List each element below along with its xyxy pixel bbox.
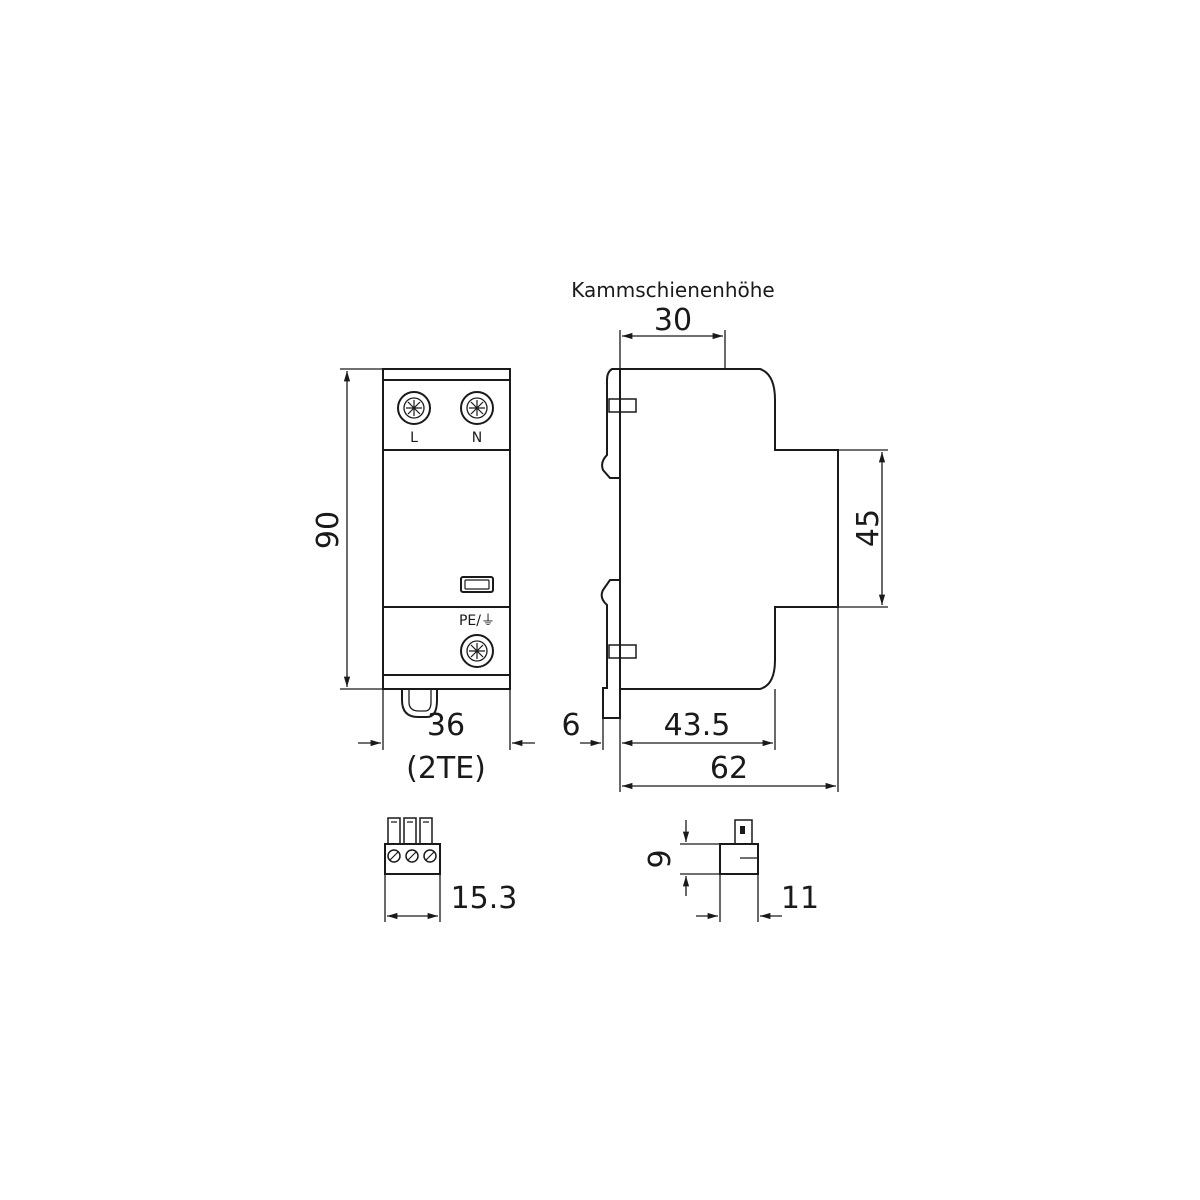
plug-depth-dimension-label: 11	[781, 881, 819, 916]
terminal-l-label: L	[410, 430, 418, 446]
plug-width-dimension-label: 15.3	[451, 881, 518, 916]
din-clip	[401, 689, 438, 718]
front-view: L N PE/⏚ 90 36 (2TE)	[311, 368, 535, 786]
terminal-n-label: N	[472, 430, 482, 446]
rail-offset-label: 6	[561, 708, 580, 743]
plug-height-dimension-label: 9	[643, 849, 678, 868]
total-depth-dimension-label: 62	[710, 751, 748, 786]
terminal-pe-icon	[460, 634, 494, 668]
mid-height-dimension-label: 45	[851, 509, 886, 547]
plug-side-body	[719, 843, 759, 875]
side-housing	[619, 368, 839, 690]
front-depth-dimension-label: 43.5	[664, 708, 731, 743]
plug-screw-1-icon	[387, 849, 401, 863]
status-window-inner	[464, 579, 490, 590]
terminal-pe-label: PE/⏚	[459, 613, 495, 629]
plug-side-view: 9 11	[643, 819, 819, 922]
width-units-label: (2TE)	[406, 751, 486, 786]
side-rail-clip	[600, 368, 621, 719]
front-housing	[382, 368, 511, 690]
terminal-l-icon	[397, 391, 431, 425]
din-clip-inner	[408, 689, 432, 712]
plug-screw-3-icon	[423, 849, 437, 863]
side-upper-latch	[608, 398, 637, 413]
comb-height-title: Kammschienenhöhe	[571, 278, 775, 302]
status-window	[460, 576, 494, 593]
terminal-n-icon	[460, 391, 494, 425]
side-lower-latch	[608, 644, 637, 659]
plug-front-view: 15.3	[384, 817, 518, 922]
width-dimension-label: 36	[427, 708, 465, 743]
plug-screw-2-icon	[405, 849, 419, 863]
plug-front-body	[384, 843, 441, 875]
plug-side-pin	[734, 819, 753, 844]
side-view: Kammschienenhöhe 30 45 6 43.5 62	[561, 278, 888, 792]
height-dimension-label: 90	[311, 511, 346, 549]
comb-height-dimension-label: 30	[654, 303, 692, 338]
plug-front-pins	[387, 817, 433, 844]
